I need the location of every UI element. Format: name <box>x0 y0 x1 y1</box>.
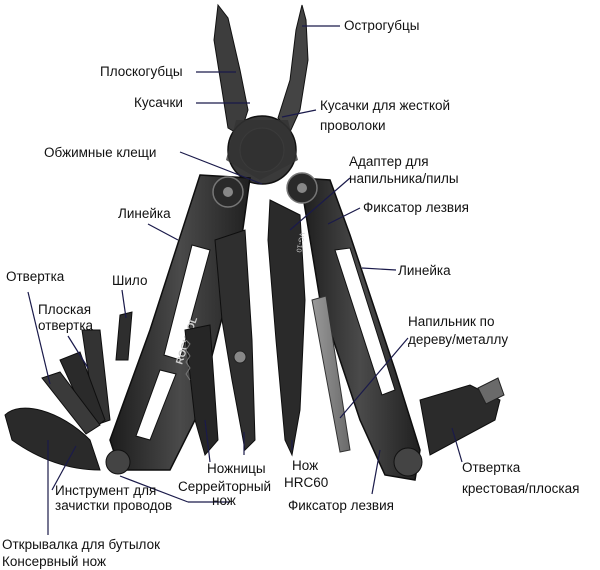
label-instrument-2: зачистки проводов <box>55 498 173 513</box>
saw-file-blade <box>311 295 351 453</box>
label-napilnik-1: Напильник по <box>408 314 495 329</box>
label-adapter-1: Адаптер для <box>349 154 429 169</box>
leader-fiksator-bottom-right <box>371 449 381 495</box>
leader-lines <box>27 25 463 535</box>
pivot-screws <box>212 172 318 208</box>
label-otkryvalka: Открывалка для бутылок <box>2 537 160 552</box>
leader-fiksator-top <box>327 207 361 225</box>
label-obzhimnye: Обжимные клещи <box>44 145 157 160</box>
left-foldout-tools <box>4 311 133 475</box>
label-ostrogubtsy: Острогубцы <box>344 18 420 33</box>
label-lineyka-right: Линейка <box>398 263 451 278</box>
label-lineyka-left: Линейка <box>118 206 171 221</box>
label-otvertka-krest-1: Отвертка <box>462 460 521 475</box>
right-handle <box>299 177 421 481</box>
scissors-tool <box>214 229 256 452</box>
label-otvertka: Отвертка <box>6 269 65 284</box>
label-otvertka-krest-2: крестовая/плоская <box>462 481 580 496</box>
leader-otvertka-krest <box>451 427 463 463</box>
label-napilnik-2: дереву/металлу <box>408 332 509 347</box>
label-serreitorny-2: нож <box>212 493 236 508</box>
leader-fiksator-bottom-left <box>119 475 189 503</box>
leader-lineyka-right <box>361 267 397 271</box>
blade-steel-mark: VG-10 <box>294 232 304 253</box>
label-fiksator-bottom: Фиксатор лезвия <box>288 498 394 513</box>
label-kusachki-hard-1: Кусачки для жесткой <box>320 98 451 113</box>
leader-napilnik <box>339 337 409 419</box>
label-adapter-2: напильника/пилы <box>349 171 459 186</box>
label-kusachki-hard-2: проволоки <box>320 118 386 133</box>
left-handle: ROCKTOL <box>109 174 251 471</box>
leader-shilo <box>121 289 127 319</box>
serrated-knife <box>184 324 219 457</box>
leader-instrument <box>51 445 77 491</box>
label-shilo: Шило <box>112 273 148 288</box>
leader-adapter <box>289 177 351 231</box>
label-ploskaya-2: отвертка <box>38 318 94 333</box>
label-instrument-1: Инструмент для <box>55 483 157 498</box>
knife-blade: VG-10 <box>267 199 306 457</box>
label-nozh-1: Нож <box>292 458 319 473</box>
leader-otvertka <box>27 291 51 385</box>
label-serreitorny-1: Серрейторный <box>178 479 272 494</box>
label-ploskogubtsy: Плоскогубцы <box>100 64 183 79</box>
label-fiksator-top: Фиксатор лезвия <box>363 200 469 215</box>
label-nozhnitsy: Ножницы <box>207 461 266 476</box>
label-nozh-2: HRC60 <box>284 475 329 490</box>
leader-obzhimnye <box>179 151 263 185</box>
pliers-jaws <box>213 3 309 185</box>
label-ploskaya-1: Плоская <box>38 302 92 317</box>
leader-ploskaya <box>67 335 89 369</box>
label-konservny: Консервный нож <box>2 554 107 569</box>
right-screwdriver-tool <box>393 377 505 477</box>
leader-kusachki-hard <box>281 109 317 118</box>
label-kusachki: Кусачки <box>134 95 183 110</box>
leader-serreitorny <box>204 419 211 463</box>
leader-lineyka-left <box>147 223 179 241</box>
